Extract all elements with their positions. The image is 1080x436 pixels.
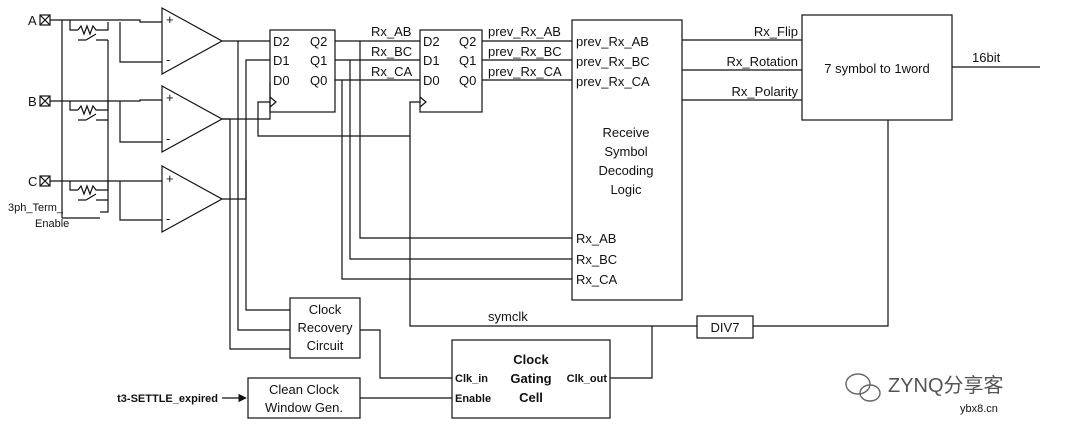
comparator-ca (161, 164, 224, 234)
flip-flop-2 (419, 29, 483, 113)
output-width-label: 16bit (972, 50, 1001, 65)
net-prev-ab: prev_Rx_AB (488, 24, 561, 39)
pin-label-b: B (28, 94, 37, 109)
cdr-label-1: Clock (309, 302, 342, 317)
net-symclk: symclk (488, 309, 528, 324)
ff2-q2: Q2 (459, 34, 476, 49)
net-prev-ca: prev_Rx_CA (488, 64, 562, 79)
decode-in-prev-ab: prev_Rx_AB (576, 34, 649, 49)
decode-title-3: Decoding (599, 163, 654, 178)
watermark: ZYNQ分享客 ybx8.cn (845, 373, 1004, 415)
decode-in-rx-ab: Rx_AB (576, 231, 616, 246)
watermark-brand: ZYNQ分享客 (888, 374, 1004, 397)
input-pin-c (39, 175, 51, 187)
cgc-clk-out: Clk_out (567, 373, 608, 385)
cdr-label-3: Circuit (307, 338, 344, 353)
decode-title-1: Receive (603, 125, 650, 140)
ff2-d1: D1 (423, 53, 440, 68)
ff2-d2: D2 (423, 34, 440, 49)
comp-ca-plus: + (166, 171, 174, 186)
watermark-site: ybx8.cn (960, 403, 998, 415)
ff2-d0: D0 (423, 73, 440, 88)
ff1-d0: D0 (273, 73, 290, 88)
term-enable-label-2: Enable (35, 218, 69, 230)
ff2-q1: Q1 (459, 53, 476, 68)
comp-ab-plus: + (166, 12, 174, 27)
ff1-q1: Q1 (310, 53, 327, 68)
comparator-ab (161, 6, 224, 76)
termination-network (50, 19, 162, 221)
net-prev-bc: prev_Rx_BC (488, 44, 562, 59)
comp-bc-plus: + (166, 90, 174, 105)
cgc-clk-in: Clk_in (455, 373, 488, 385)
pin-label-a: A (28, 13, 37, 28)
decode-title-2: Symbol (604, 144, 647, 159)
div7-label: DIV7 (711, 320, 740, 335)
cgc-label-3: Cell (519, 390, 543, 405)
ccw-label-1: Clean Clock (269, 382, 340, 397)
wechat-icon (845, 373, 881, 402)
net-rx-ab: Rx_AB (371, 24, 411, 39)
comp-ab-minus: - (166, 52, 170, 67)
converter-label: 7 symbol to 1word (824, 61, 930, 76)
comp-ca-minus: - (166, 211, 170, 226)
ff2-q0: Q0 (459, 73, 476, 88)
comparator-bc (161, 84, 224, 154)
net-rx-rotation: Rx_Rotation (726, 54, 798, 69)
ff1-q2: Q2 (310, 34, 327, 49)
net-rx-ca: Rx_CA (371, 64, 413, 79)
div7-block (696, 315, 754, 339)
input-pin-a (39, 14, 51, 26)
ff1-d1: D1 (273, 53, 290, 68)
settle-label: t3-SETTLE_expired (117, 393, 218, 405)
input-pin-b (39, 95, 51, 107)
pin-label-c: C (28, 174, 37, 189)
cgc-label-2: Gating (510, 371, 551, 386)
cgc-enable: Enable (455, 393, 491, 405)
ff1-d2: D2 (273, 34, 290, 49)
term-enable-label-1: 3ph_Term_ (8, 202, 64, 214)
cgc-label-1: Clock (513, 352, 549, 367)
decode-title-4: Logic (610, 182, 642, 197)
cdr-label-2: Recovery (298, 320, 353, 335)
flip-flop-1 (269, 29, 336, 113)
net-rx-bc: Rx_BC (371, 44, 412, 59)
comp-bc-minus: - (166, 131, 170, 146)
clock-gating-block (451, 339, 611, 419)
decode-in-prev-bc: prev_Rx_BC (576, 54, 650, 69)
clock-recovery-block (289, 297, 361, 359)
decode-in-rx-ca: Rx_CA (576, 272, 618, 287)
decode-in-rx-bc: Rx_BC (576, 252, 617, 267)
ff1-q0: Q0 (310, 73, 327, 88)
decode-in-prev-ca: prev_Rx_CA (576, 74, 650, 89)
ccw-label-2: Window Gen. (265, 400, 343, 415)
net-rx-flip: Rx_Flip (754, 24, 798, 39)
symbol-decode-block (571, 19, 683, 301)
net-rx-polarity: Rx_Polarity (732, 84, 799, 99)
